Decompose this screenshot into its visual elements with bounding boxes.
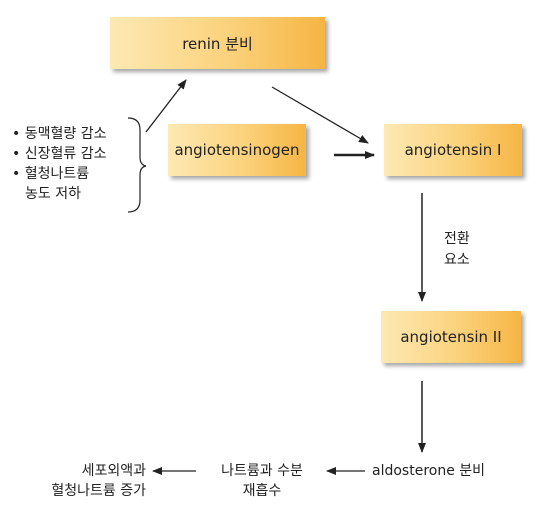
trigger-list: • 동맥혈량 감소 • 신장혈류 감소 • 혈청나트륨 농도 저하 bbox=[12, 124, 137, 204]
converting-enzyme-label: 전환 요소 bbox=[444, 231, 470, 268]
arrow-triggers-to-renin bbox=[145, 79, 187, 133]
angiotensin-1-box: angiotensin I bbox=[384, 124, 522, 176]
angiotensin-1-label: angiotensin I bbox=[404, 141, 502, 159]
renin-secretion-box: renin 분비 bbox=[110, 17, 325, 69]
angiotensinogen-box: angiotensinogen bbox=[168, 124, 306, 176]
trigger-item: • 신장혈류 감소 bbox=[12, 146, 107, 162]
aldosterone-secretion-label: aldosterone 분비 bbox=[372, 463, 486, 479]
trigger-bracket bbox=[127, 117, 147, 213]
angiotensinogen-label: angiotensinogen bbox=[174, 141, 300, 159]
outcome-label: 세포외액과 혈청나트륨 증가 bbox=[51, 463, 146, 499]
arrow-renin-to-angiotensin1 bbox=[271, 86, 369, 144]
renin-secretion-label: renin 분비 bbox=[182, 34, 253, 53]
trigger-item: • 동맥혈량 감소 bbox=[12, 126, 107, 142]
trigger-item: • 혈청나트륨 bbox=[12, 166, 90, 182]
angiotensin-2-label: angiotensin II bbox=[400, 328, 502, 346]
trigger-item-continued: 농도 저하 bbox=[25, 186, 81, 202]
angiotensin-2-box: angiotensin II bbox=[381, 311, 521, 363]
sodium-water-reabsorption-label: 나트륨과 수분 재흡수 bbox=[221, 463, 303, 499]
